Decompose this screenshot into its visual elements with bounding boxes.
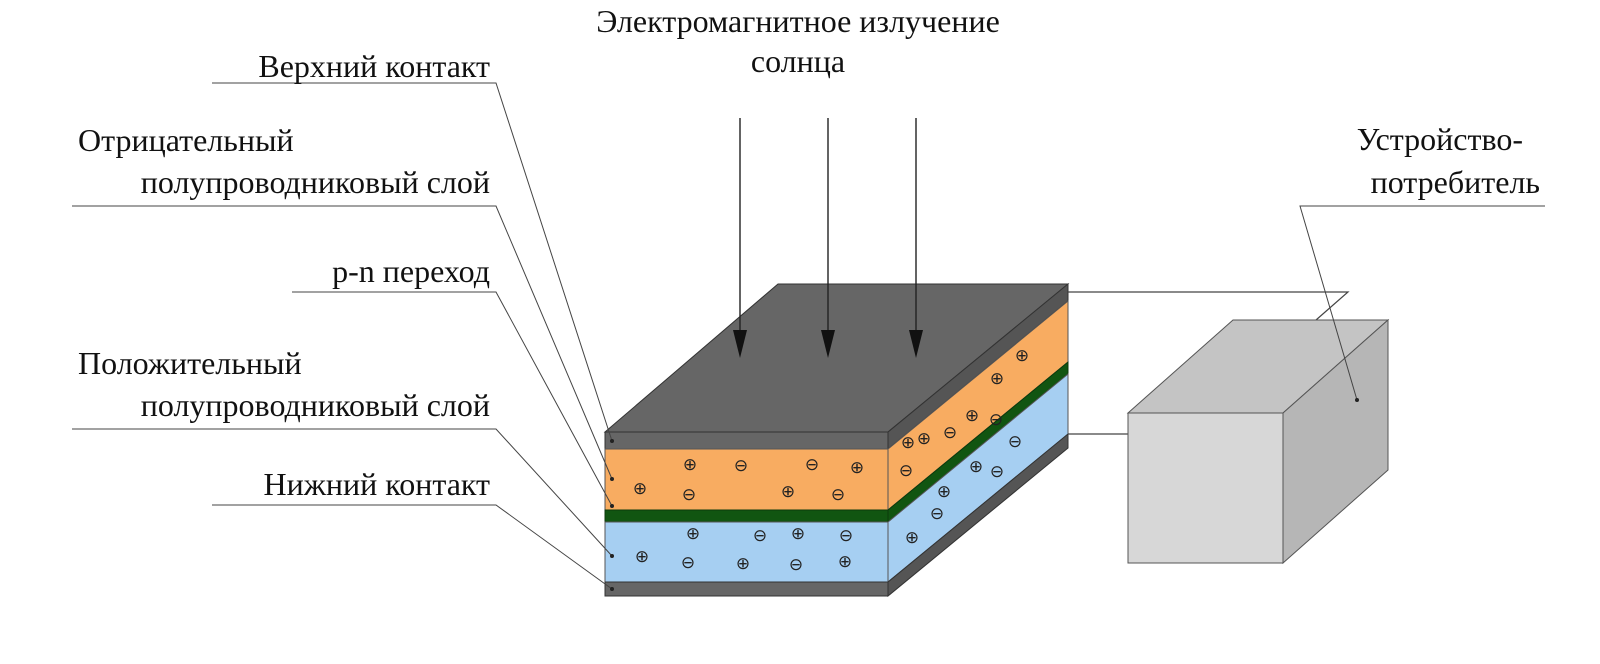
plus-charge-icon: ⊕ — [969, 457, 983, 477]
minus-charge-icon: ⊖ — [1008, 432, 1022, 452]
plus-charge-icon: ⊕ — [683, 455, 697, 475]
bottom-contact-front — [604, 581, 889, 597]
plus-charge-icon: ⊕ — [736, 554, 750, 574]
leader-dot — [610, 439, 614, 443]
plus-charge-icon: ⊕ — [990, 369, 1004, 389]
arrow-down-icon — [909, 330, 923, 358]
top-contact-front — [604, 431, 889, 450]
plus-charge-icon: ⊕ — [917, 429, 931, 449]
plus-charge-icon: ⊕ — [965, 406, 979, 426]
plus-charge-icon: ⊕ — [1015, 346, 1029, 366]
plus-charge-icon: ⊕ — [633, 479, 647, 499]
bottom-contact-side — [887, 432, 1069, 598]
device-box-front — [1127, 412, 1284, 564]
leader-dot — [610, 477, 614, 481]
leader-dots — [610, 398, 1359, 591]
minus-charge-icon: ⊖ — [734, 456, 748, 476]
minus-charge-icon: ⊖ — [789, 555, 803, 575]
plus-charge-icon: ⊕ — [686, 524, 700, 544]
plus-charge-icon: ⊕ — [850, 458, 864, 478]
wire-top — [1068, 291, 1350, 321]
leader-lines — [72, 82, 1545, 590]
sunlight-arrows — [733, 118, 923, 358]
minus-charge-icon: ⊖ — [899, 461, 913, 481]
label-positive-layer-line-2: полупроводниковый слой — [141, 387, 490, 423]
minus-charge-icon: ⊖ — [753, 526, 767, 546]
minus-charge-icon: ⊖ — [681, 553, 695, 573]
title-line-2: солнца — [751, 43, 845, 79]
label-device-line-1: Устройство- — [1357, 121, 1523, 157]
plus-charge-icon: ⊕ — [781, 482, 795, 502]
minus-charge-icon: ⊖ — [943, 423, 957, 443]
label-bottom-contact: Нижний контакт — [264, 466, 490, 502]
minus-charge-icon: ⊖ — [990, 462, 1004, 482]
leader-dot — [610, 587, 614, 591]
minus-charge-icon: ⊖ — [989, 410, 1003, 430]
negative-layer-front — [604, 448, 889, 511]
leader-pn-junction — [292, 291, 613, 507]
positive-layer-front — [604, 521, 889, 583]
leader-bottom-contact — [212, 504, 613, 590]
plus-charge-icon: ⊕ — [838, 552, 852, 572]
label-positive-layer-line-1: Положительный — [78, 345, 302, 381]
arrow-down-icon — [733, 330, 747, 358]
plus-charge-icon: ⊕ — [937, 482, 951, 502]
leader-top-contact — [212, 82, 613, 442]
plus-charge-icon: ⊕ — [791, 524, 805, 544]
leader-dot — [610, 554, 614, 558]
leader-dot — [610, 504, 614, 508]
minus-charge-icon: ⊖ — [930, 504, 944, 524]
plus-charge-icon: ⊕ — [901, 433, 915, 453]
minus-charge-icon: ⊖ — [831, 485, 845, 505]
leader-negative-layer — [72, 205, 613, 480]
label-negative-layer-line-1: Отрицательный — [78, 122, 294, 158]
leader-device — [1299, 205, 1545, 401]
leader-dot — [1355, 398, 1359, 402]
title-line-1: Электромагнитное излучение — [596, 3, 1000, 39]
minus-charge-icon: ⊖ — [682, 485, 696, 505]
minus-charge-icon: ⊖ — [839, 526, 853, 546]
minus-charge-icon: ⊖ — [805, 455, 819, 475]
label-device-line-2: потребитель — [1371, 164, 1540, 200]
label-negative-layer-line-2: полупроводниковый слой — [141, 164, 490, 200]
pn-junction-front — [604, 509, 889, 523]
label-pn-junction: p-n переход — [332, 253, 490, 289]
plus-charge-icon: ⊕ — [635, 547, 649, 567]
plus-charge-icon: ⊕ — [905, 528, 919, 548]
leader-positive-layer — [72, 428, 613, 557]
arrow-down-icon — [821, 330, 835, 358]
label-top-contact: Верхний контакт — [258, 48, 490, 84]
